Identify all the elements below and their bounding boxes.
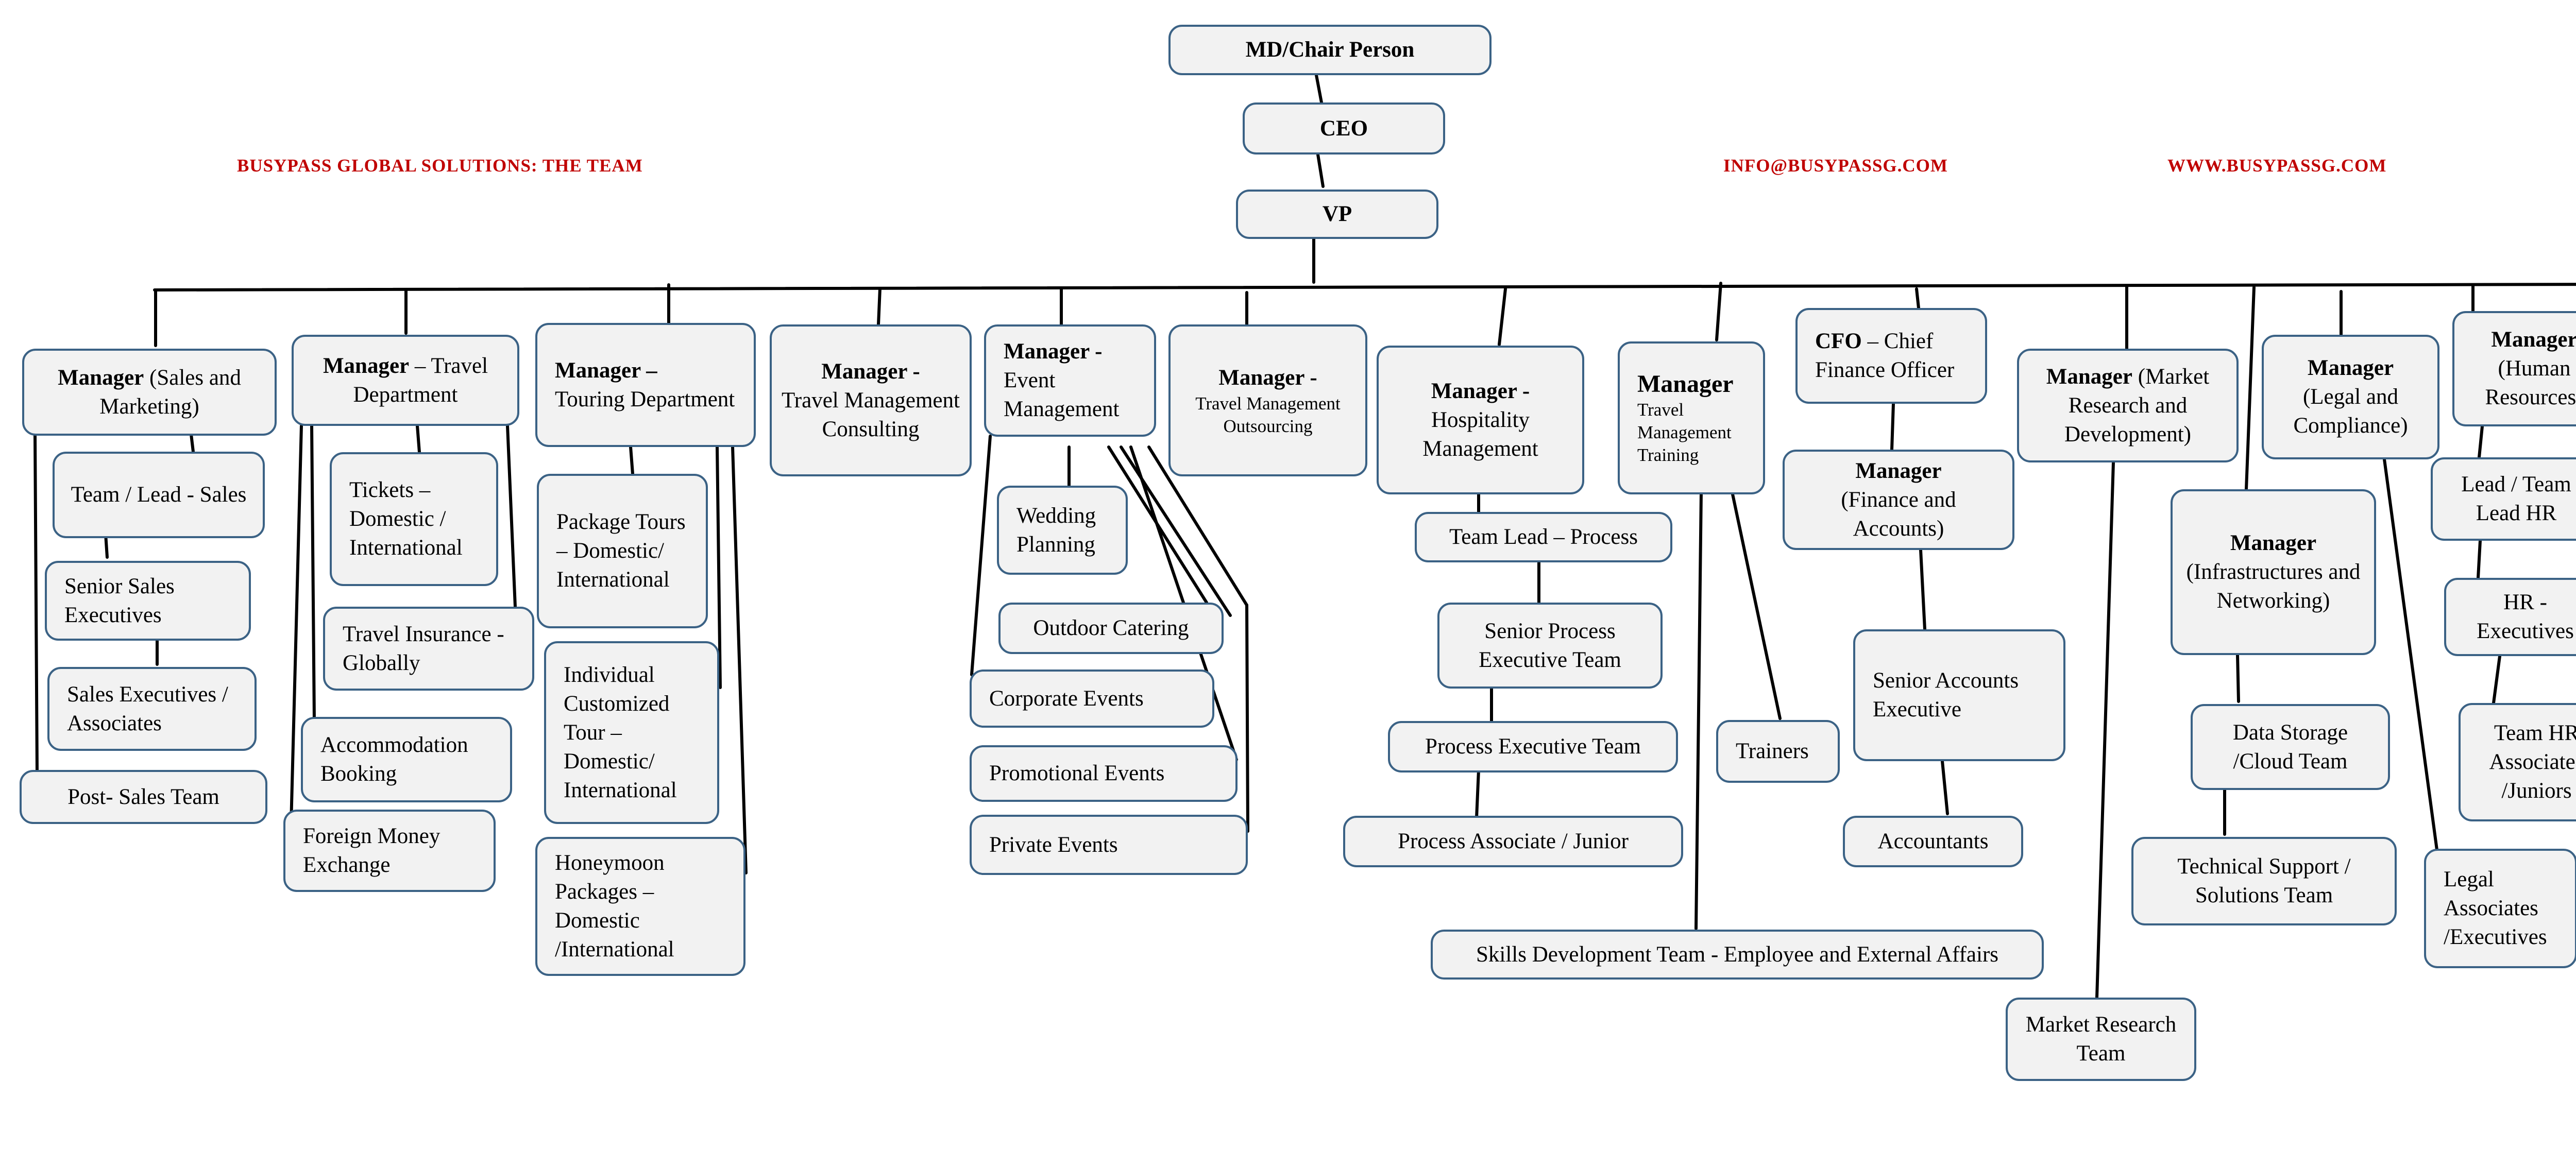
node-catering: Outdoor Catering xyxy=(998,603,1224,654)
node-honeymoon: Honeymoon Packages – Domestic /Internati… xyxy=(535,837,745,976)
node-accountants: Accountants xyxy=(1843,816,2023,867)
node-wedding: Wedding Planning xyxy=(997,486,1128,575)
node-sales-manager: Manager (Sales and Marketing) xyxy=(22,349,277,436)
node-tech-support: Technical Support / Solutions Team xyxy=(2131,837,2397,925)
node-skills-development: Skills Development Team - Employee and E… xyxy=(1431,930,2044,980)
node-tickets: Tickets – Domestic / International xyxy=(330,452,498,586)
node-market-research-team: Market Research Team xyxy=(2006,998,2196,1081)
node-package-tours: Package Tours – Domestic/ International xyxy=(537,474,708,628)
node-hospitality-manager: Manager -Hospitality Management xyxy=(1377,346,1584,494)
node-forex: Foreign Money Exchange xyxy=(283,810,496,892)
email-text: INFO@BUSYPASSG.COM xyxy=(1723,156,1948,176)
node-sales-exec: Sales Executives / Associates xyxy=(47,667,257,751)
node-corporate-events: Corporate Events xyxy=(970,670,1214,728)
node-lead-hr: Lead / Team Lead HR xyxy=(2431,457,2576,541)
node-team-lead-process: Team Lead – Process xyxy=(1415,512,1672,562)
node-individual-tour: Individual Customized Tour – Domestic/ I… xyxy=(544,641,719,824)
node-promotional-events: Promotional Events xyxy=(970,745,1238,802)
node-tmo-manager: Manager -Travel Management Outsourcing xyxy=(1168,324,1367,476)
node-data-storage: Data Storage /Cloud Team xyxy=(2191,704,2390,790)
node-private-events: Private Events xyxy=(970,815,1248,875)
node-cfo: CFO – Chief Finance Officer xyxy=(1795,308,1987,404)
node-legal-manager: Manager(Legal and Compliance) xyxy=(2262,335,2439,459)
node-legal-associates: Legal Associates /Executives xyxy=(2424,849,2576,968)
node-infrastructure-manager: Manager(Infrastructures and Networking) xyxy=(2171,489,2376,655)
node-senior-sales: Senior Sales Executives xyxy=(45,561,251,641)
node-trainers: Trainers xyxy=(1716,720,1840,783)
node-vp: VP xyxy=(1236,190,1438,239)
node-process-exec: Process Executive Team xyxy=(1388,721,1678,773)
node-md: MD/Chair Person xyxy=(1168,25,1492,75)
node-hr-executives: HR - Executives xyxy=(2444,578,2576,656)
node-touring-manager: Manager –Touring Department xyxy=(535,323,756,447)
node-finance-manager: Manager(Finance and Accounts) xyxy=(1783,450,2014,550)
node-sales-lead: Team / Lead - Sales xyxy=(53,452,265,538)
node-process-assoc: Process Associate / Junior xyxy=(1343,816,1683,867)
company-title: BUSYPASS GLOBAL SOLUTIONS: THE TEAM xyxy=(237,156,643,176)
node-tmc-manager: Manager -Travel Management Consulting xyxy=(770,324,972,476)
website-text: WWW.BUSYPASSG.COM xyxy=(2167,156,2387,176)
node-senior-accounts: Senior Accounts Executive xyxy=(1853,629,2065,761)
node-post-sales: Post- Sales Team xyxy=(20,770,267,824)
node-event-manager: Manager -Event Management xyxy=(984,324,1156,437)
node-senior-process: Senior Process Executive Team xyxy=(1437,603,1663,689)
node-team-hr: Team HR Associates /Juniors xyxy=(2459,703,2576,821)
node-travel-insurance: Travel Insurance - Globally xyxy=(323,607,534,691)
node-ceo: CEO xyxy=(1243,102,1445,155)
node-accommodation: Accommodation Booking xyxy=(301,717,512,802)
node-travel-manager: Manager – Travel Department xyxy=(292,335,519,426)
node-market-research-manager: Manager (Market Research and Development… xyxy=(2017,349,2239,462)
node-hr-manager: Manager(Human Resources) xyxy=(2452,311,2576,426)
